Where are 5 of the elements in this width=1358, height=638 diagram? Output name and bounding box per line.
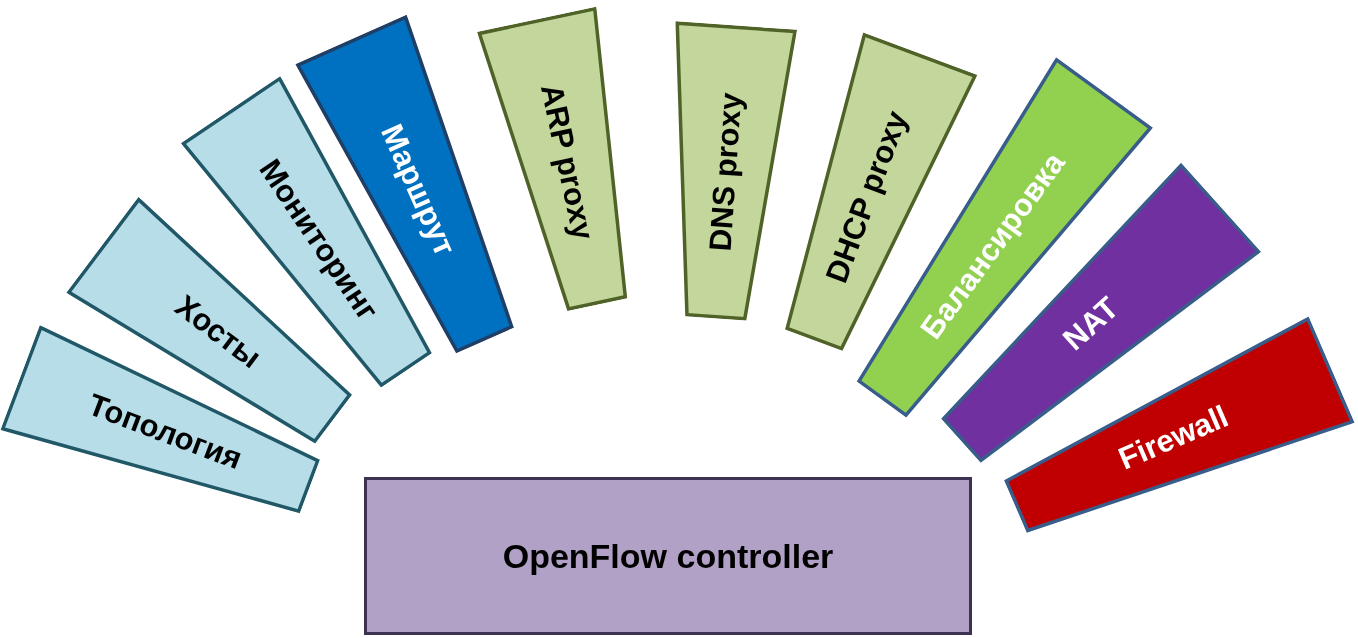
block-label: DHCP proxy (817, 105, 916, 290)
block-label: ARP proxy (533, 79, 603, 245)
controller-box (364, 477, 972, 635)
box-label: OpenFlow controller (502, 535, 834, 577)
block-label: DNS proxy (701, 91, 750, 253)
